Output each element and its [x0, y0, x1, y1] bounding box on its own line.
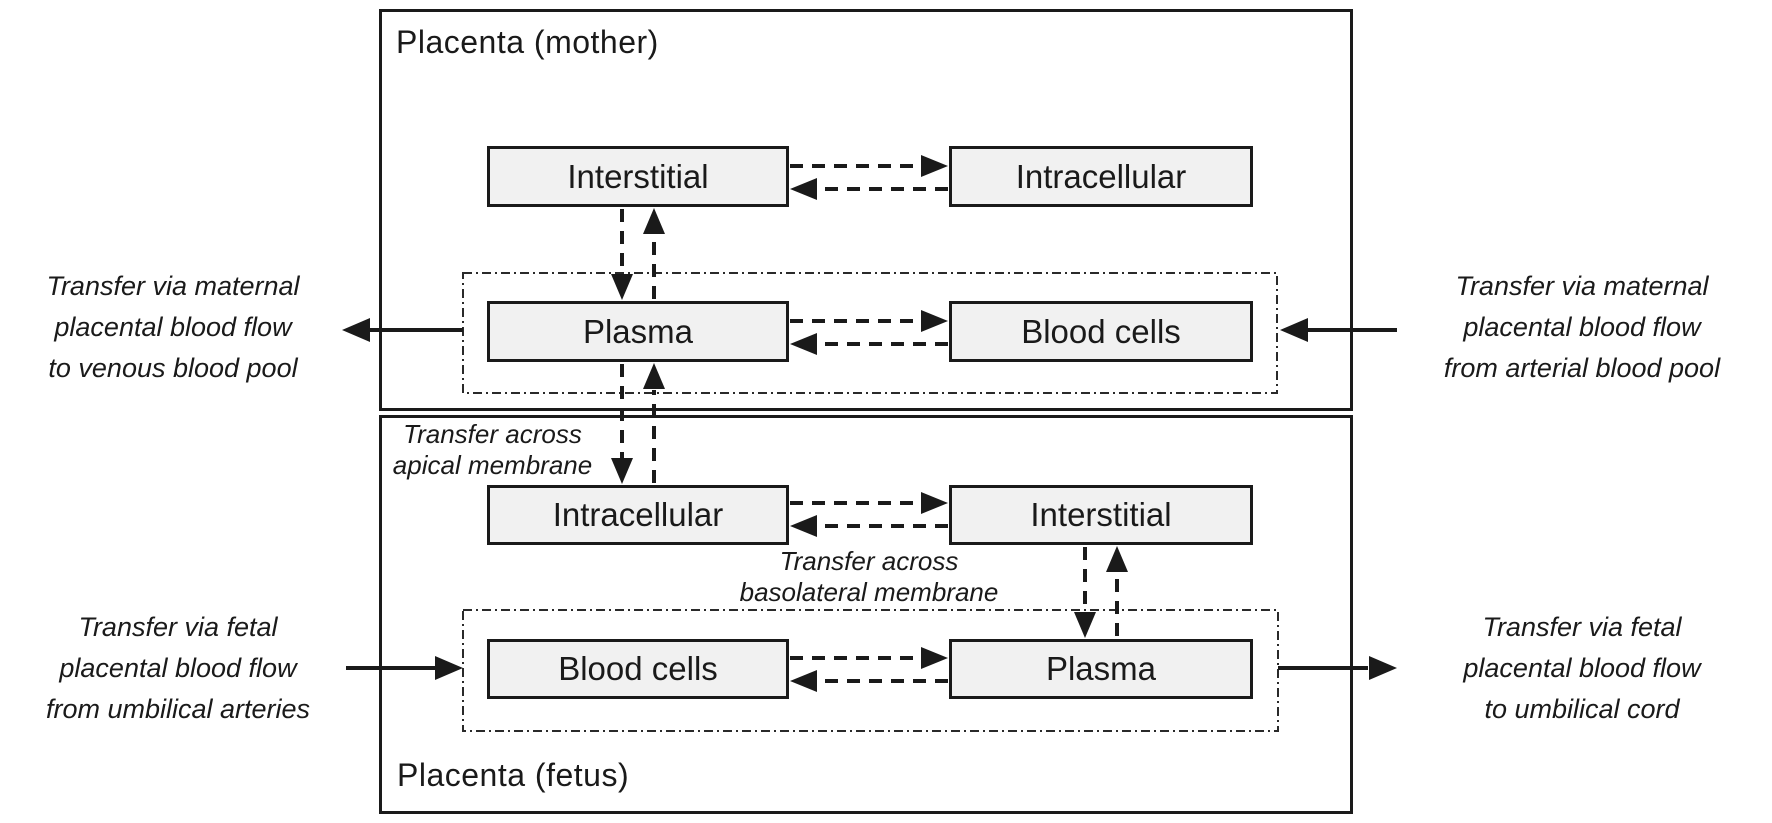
mother-blood-cells-box: Blood cells — [949, 301, 1253, 362]
maternal-blood-pool-frame — [462, 272, 1278, 394]
apical-membrane-label: Transfer across apical membrane — [392, 419, 593, 480]
mother-interstitial-box: Interstitial — [487, 146, 789, 207]
placenta-mother-title: Placenta (mother) — [396, 24, 659, 60]
fetus-blood-cells-box: Blood cells — [487, 639, 789, 699]
maternal-venous-outflow-arrow — [342, 318, 463, 342]
basolateral-membrane-arrows — [1074, 546, 1128, 638]
placenta-fetus-box — [379, 415, 1353, 814]
fetus-intracellular-interstitial-arrows — [790, 492, 948, 537]
maternal-arterial-flow-label: Transfer via maternal placental blood fl… — [1443, 271, 1721, 383]
fetal-blood-pool-frame — [462, 609, 1279, 732]
mother-interstitial-intracellular-arrows — [790, 155, 948, 200]
basolateral-membrane-label: Transfer across basolateral membrane — [739, 546, 999, 607]
mother-intracellular-box: Intracellular — [949, 146, 1253, 207]
fetal-umbilical-cord-outflow-arrow — [1278, 656, 1397, 680]
mother-plasma-box: Plasma — [487, 301, 789, 362]
fetus-plasma-box: Plasma — [949, 639, 1253, 699]
placenta-mother-box — [379, 9, 1353, 411]
mother-interstitial-plasma-arrows — [611, 208, 665, 300]
placenta-fetus-title: Placenta (fetus) — [397, 757, 630, 793]
fetus-intracellular-box: Intracellular — [487, 485, 789, 545]
fetal-umbilical-artery-flow-label: Transfer via fetal placental blood flow … — [45, 612, 311, 724]
maternal-arterial-inflow-arrow — [1280, 318, 1397, 342]
fetal-umbilical-cord-flow-label: Transfer via fetal placental blood flow … — [1463, 612, 1701, 724]
fetus-interstitial-box: Interstitial — [949, 485, 1253, 545]
fetus-bloodcells-plasma-arrows — [790, 647, 948, 692]
mother-plasma-bloodcells-arrows — [790, 310, 948, 355]
maternal-venous-flow-label: Transfer via maternal placental blood fl… — [46, 271, 300, 383]
fetal-umbilical-artery-inflow-arrow — [346, 656, 463, 680]
apical-membrane-arrows — [611, 363, 665, 484]
